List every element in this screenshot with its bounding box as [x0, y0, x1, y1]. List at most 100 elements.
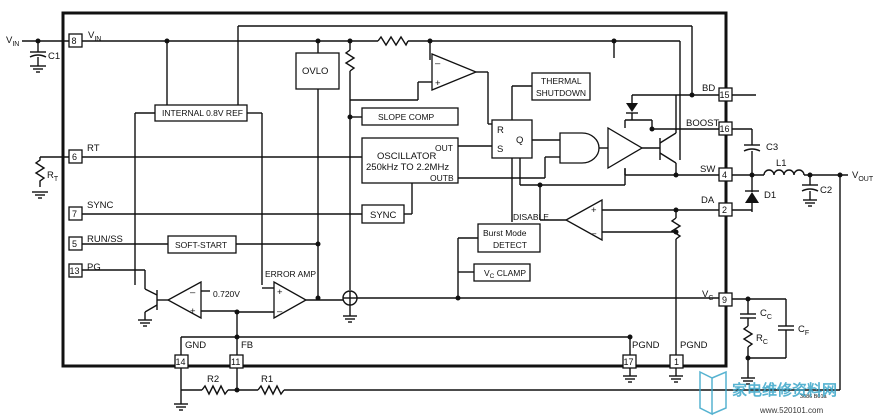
error-amp: + – ERROR AMP [236, 269, 719, 355]
pin-15: 15 BD [702, 83, 733, 102]
thermal-line2: SHUTDOWN [536, 88, 586, 98]
osc-out: OUT [435, 143, 453, 153]
output-stage: C3 L1 VOUT D1 C2 [732, 94, 874, 390]
pin-5-label: RUN/SS [87, 234, 123, 245]
pin-6-label: RT [87, 143, 100, 154]
c1-label: C1 [48, 51, 60, 62]
pin-9-label: V [702, 289, 709, 300]
c2-label: C2 [820, 185, 832, 196]
sr-flipflop: R S Q [491, 85, 626, 222]
pin-5-num: 5 [72, 239, 77, 249]
osc-line1: OSCILLATOR [377, 151, 436, 162]
vin-label: V [6, 35, 13, 46]
pin-8: 8 VIN [68, 30, 101, 48]
pin-1-label: PGND [680, 340, 708, 351]
svg-text:+: + [591, 205, 597, 216]
pin-2: 2 DA [701, 195, 733, 217]
cf-sub: F [805, 330, 809, 337]
ff-s: S [497, 144, 503, 155]
cc-sub: C [767, 314, 772, 321]
watermark: 家电维修资料网 www.520101.com [699, 370, 837, 416]
svg-text:–: – [190, 287, 196, 298]
pin-16-label: BOOST [686, 118, 719, 129]
feedback-network: R2 R1 [174, 368, 840, 411]
ground-lines [180, 334, 633, 355]
pin-4-label: SW [700, 164, 715, 175]
pin-2-label: DA [701, 195, 715, 206]
pin-8-num: 8 [72, 36, 77, 46]
oscillator-block: OSCILLATOR 250kHz TO 2.2MHz OUT OUTB [361, 137, 560, 184]
svg-text:CF: CF [798, 324, 809, 337]
pin-11-label: FB [241, 340, 253, 351]
svg-text:–: – [591, 228, 597, 239]
pin-15-num: 15 [720, 90, 730, 100]
c3-label: C3 [766, 142, 778, 153]
pin-5: 5 RUN/SS [68, 234, 123, 251]
vc-clamp-block: VC CLAMP [473, 263, 531, 282]
vcclamp-rest: CLAMP [494, 268, 526, 278]
svg-text:–: – [435, 58, 441, 69]
r2-label: R2 [207, 374, 219, 385]
da-comparator: + – DISABLE [513, 182, 719, 355]
ref-block: INTERNAL 0.8V REF [134, 25, 693, 285]
pin-17: 17 PGND [622, 340, 660, 369]
pin-11: 11 FB [229, 340, 253, 369]
sync-block-label: SYNC [370, 210, 397, 221]
pin-4-num: 4 [722, 170, 727, 180]
pin-11-num: 11 [231, 357, 240, 367]
pg-ref-label: 0.720V [213, 289, 240, 299]
pin-17-label: PGND [632, 340, 660, 351]
svg-text:+: + [277, 287, 283, 298]
svg-text:VOUT: VOUT [852, 170, 874, 183]
vc-compensation: CC RC CF [732, 296, 809, 385]
svg-text:VIN: VIN [88, 30, 101, 43]
pin-7-label: SYNC [87, 200, 114, 211]
vin-input: VIN C1 [6, 35, 76, 73]
error-amp-label: ERROR AMP [265, 269, 316, 279]
pin-14-num: 14 [176, 357, 186, 367]
cc-label: C [760, 308, 767, 319]
vin-divider [342, 41, 358, 323]
svg-text:–: – [277, 306, 283, 317]
watermark-url: www.520101.com [759, 406, 823, 415]
pin-7: 7 SYNC [68, 200, 114, 221]
pin-6-num: 6 [72, 152, 77, 162]
osc-line2: 250kHz TO 2.2MHz [366, 162, 449, 173]
part-code: 3686 B01a [800, 394, 828, 400]
vcclamp-sub: C [490, 273, 495, 280]
svg-text:CC: CC [760, 308, 772, 321]
ff-q: Q [516, 135, 523, 146]
vcclamp-v: V [484, 268, 490, 278]
burst-block: Burst Mode DETECT [455, 223, 541, 301]
slope-comp-label: SLOPE COMP [378, 112, 435, 122]
ovlo-label: OVLO [302, 66, 328, 77]
pin-14-label: GND [185, 340, 206, 351]
svg-text:RT: RT [47, 170, 59, 183]
current-comparator: – + [350, 41, 496, 125]
sync-line: SYNC [82, 175, 413, 224]
vin-rail [82, 35, 681, 160]
pin-14: 14 GND [174, 340, 206, 369]
watermark-cn: 家电维修资料网 [732, 381, 837, 399]
ref-label: INTERNAL 0.8V REF [162, 108, 243, 118]
pin-1-num: 1 [674, 357, 679, 367]
switch-driver [607, 119, 719, 176]
disable-label: DISABLE [513, 212, 549, 222]
vin-sub: IN [12, 41, 19, 48]
pin-16-num: 16 [720, 124, 730, 134]
pin-8-sub: IN [94, 36, 101, 43]
ovlo-block: OVLO [295, 52, 340, 301]
pin-9-num: 9 [722, 295, 727, 305]
burst-line2: DETECT [493, 240, 527, 250]
pin-13-num: 13 [70, 266, 80, 276]
and-gate [559, 132, 608, 164]
svg-text:RC: RC [756, 333, 768, 346]
softstart-label: SOFT-START [175, 240, 227, 250]
r1-label: R1 [261, 374, 273, 385]
l1-label: L1 [776, 158, 787, 169]
vout-label: V [852, 170, 859, 181]
svg-text:VIN: VIN [6, 35, 19, 48]
thermal-block: THERMAL SHUTDOWN [531, 72, 591, 101]
bd-diode [626, 92, 719, 120]
